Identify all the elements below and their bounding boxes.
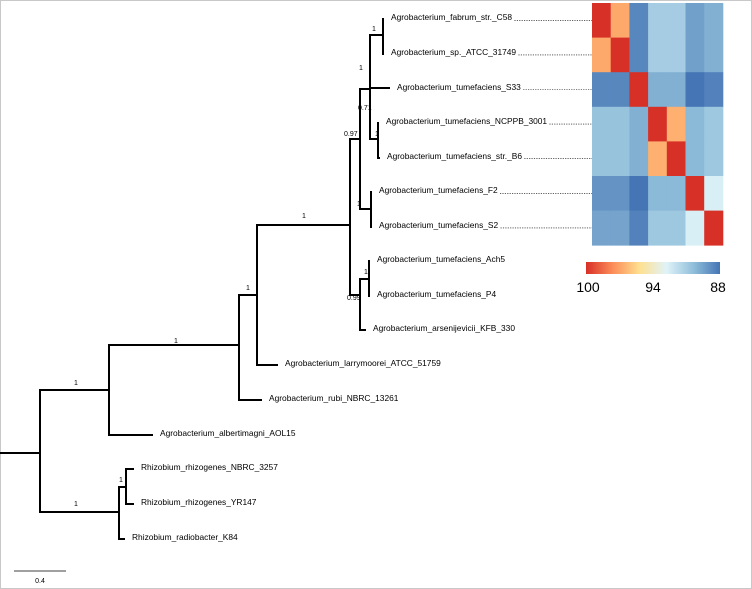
tip-label-fabrum-c58: Agrobacterium_fabrum_str._C58 [391, 12, 512, 22]
heatmap-cell [610, 37, 630, 73]
heatmap-cell [648, 141, 668, 177]
support-value: 1 [246, 285, 250, 292]
legend-tick-label: 88 [710, 279, 726, 295]
tip-label-tumefaciens-p4: Agrobacterium_tumefaciens_P4 [377, 289, 497, 299]
support-value: 1 [119, 477, 123, 484]
heatmap-cell [610, 106, 630, 142]
scale-bar: 0.4 [14, 570, 66, 585]
heatmap-cell [666, 3, 686, 38]
support-value: 0.97 [344, 131, 358, 138]
tip-label-tumefaciens-ach5: Agrobacterium_tumefaciens_Ach5 [377, 254, 505, 264]
tip-label-rubi-nbrc-13261: Agrobacterium_rubi_NBRC_13261 [269, 393, 399, 403]
tip-label-sp-atcc-31749: Agrobacterium_sp._ATCC_31749 [391, 47, 516, 57]
heatmap-cell [610, 176, 630, 211]
tip-label-tumefaciens-s2: Agrobacterium_tumefaciens_S2 [379, 220, 499, 230]
heatmap-cell [685, 141, 705, 177]
support-value: 1 [359, 65, 363, 72]
heatmap-cell [685, 72, 705, 108]
heatmap-cell [685, 106, 705, 142]
heatmap-cell [592, 141, 612, 177]
heatmap-cell [592, 210, 612, 246]
tip-labels: Agrobacterium_fabrum_str._C58 Agrobacter… [132, 12, 547, 542]
tip-label-larrymoorei-atcc-51759: Agrobacterium_larrymoorei_ATCC_51759 [285, 358, 441, 368]
heatmap-cell [704, 141, 724, 177]
heatmap-cell [592, 106, 612, 142]
heatmap-cell [629, 141, 649, 177]
heatmap-cell [629, 37, 649, 73]
tip-label-rhizogenes-yr147: Rhizobium_rhizogenes_YR147 [141, 497, 257, 507]
support-value: 1 [357, 201, 361, 208]
support-value: 1 [302, 213, 306, 220]
heatmap-cell [592, 37, 612, 73]
heatmap-cell [704, 37, 724, 73]
color-legend: 100 94 88 [576, 262, 726, 295]
tip-label-tumefaciens-s33: Agrobacterium_tumefaciens_S33 [397, 82, 521, 92]
heatmap-cell [610, 72, 630, 108]
support-value: 1 [74, 501, 78, 508]
legend-tick-label: 100 [576, 279, 600, 295]
heatmap-cell [610, 210, 630, 246]
heatmap-cell [704, 3, 724, 38]
heatmap-cell [666, 106, 686, 142]
scale-bar-label: 0.4 [35, 578, 45, 585]
heatmap-cell [704, 210, 724, 246]
heatmap-cell [666, 141, 686, 177]
identity-heatmap [592, 3, 724, 246]
heatmap-cell [610, 141, 630, 177]
tip-leader-lines [500, 19, 592, 229]
tip-label-tumefaciens-ncppb-3001: Agrobacterium_tumefaciens_NCPPB_3001 [386, 116, 547, 126]
support-value: 1 [174, 338, 178, 345]
heatmap-cell [610, 3, 630, 38]
support-value: 1 [372, 26, 376, 33]
support-value: 1 [74, 380, 78, 387]
heatmap-cell [648, 3, 668, 38]
heatmap-cell [648, 72, 668, 108]
heatmap-cell [685, 37, 705, 73]
legend-color-bar [586, 262, 720, 274]
support-value: 1 [364, 269, 368, 276]
heatmap-cell [648, 106, 668, 142]
support-value: 0.99 [347, 295, 361, 302]
bootstrap-support-values: 1 1 0.71 1 0.97 1 1 0.99 1 1 1 1 1 1 [74, 26, 379, 508]
heatmap-cell [704, 106, 724, 142]
heatmap-cell [592, 176, 612, 211]
heatmap-cell [648, 37, 668, 73]
heatmap-cell [666, 37, 686, 73]
tip-label-albertimagni-aol15: Agrobacterium_albertimagni_AOL15 [160, 428, 296, 438]
tip-label-tumefaciens-b6: Agrobacterium_tumefaciens_str._B6 [387, 151, 522, 161]
heatmap-cell [685, 3, 705, 38]
heatmap-cell [592, 3, 612, 38]
heatmap-cell [685, 210, 705, 246]
heatmap-cell [704, 176, 724, 211]
support-value: 1 [375, 131, 379, 138]
heatmap-cell [629, 72, 649, 108]
heatmap-cell [629, 106, 649, 142]
heatmap-cell [666, 72, 686, 108]
legend-tick-label: 94 [645, 279, 661, 295]
tip-label-arsenijevicii-kfb-330: Agrobacterium_arsenijevicii_KFB_330 [373, 323, 515, 333]
heatmap-cell [666, 210, 686, 246]
heatmap-cell [685, 176, 705, 211]
heatmap-cell [629, 210, 649, 246]
tip-label-rhizogenes-nbrc-3257: Rhizobium_rhizogenes_NBRC_3257 [141, 462, 278, 472]
tip-label-tumefaciens-f2: Agrobacterium_tumefaciens_F2 [379, 185, 498, 195]
heatmap-cell [629, 176, 649, 211]
tree-branches [0, 18, 390, 540]
support-value: 0.71 [358, 105, 372, 112]
heatmap-cell [592, 72, 612, 108]
heatmap-cell [629, 3, 649, 38]
tip-label-radiobacter-k84: Rhizobium_radiobacter_K84 [132, 532, 238, 542]
heatmap-cell [704, 72, 724, 108]
heatmap-cell [648, 176, 668, 211]
heatmap-cell [648, 210, 668, 246]
heatmap-cell [666, 176, 686, 211]
